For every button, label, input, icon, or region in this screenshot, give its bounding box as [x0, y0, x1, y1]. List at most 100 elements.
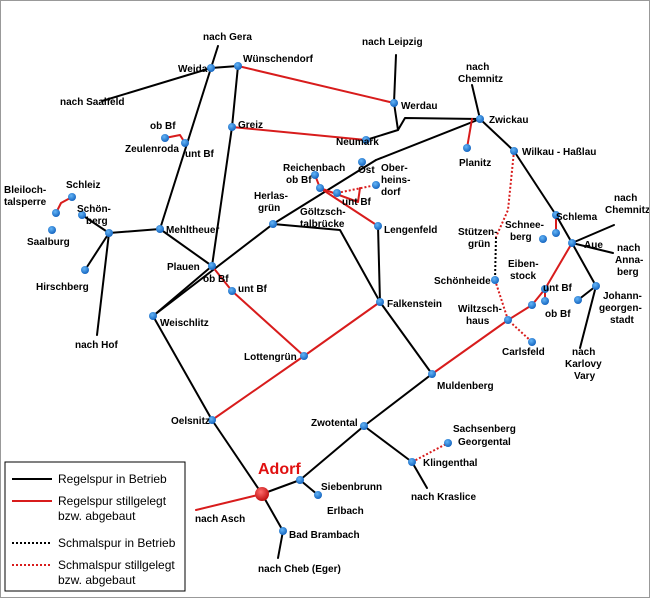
label-planitz: Planitz: [459, 158, 491, 169]
station-schneeberg: [539, 235, 547, 243]
label-falkenstein: Falkenstein: [387, 299, 442, 310]
legend-label-narrow-closed-2: bzw. abgebaut: [58, 573, 136, 587]
destination-labels: nach Gera nach Leipzig nach Chemnitz nac…: [60, 32, 650, 575]
station-oberheinsdorf: [372, 181, 380, 189]
station-reichenbach-ost: [358, 158, 366, 166]
label-wiltzschhaus-2: haus: [466, 316, 490, 327]
station-mehltheuer: [156, 225, 164, 233]
station-labels: Weida Wünschendorf Greiz Werdau Neumark …: [4, 54, 603, 541]
station-reichenbach-ob: [311, 171, 319, 179]
station-aue: [568, 239, 576, 247]
label-sachsenberg-1: Sachsenberg: [453, 424, 516, 435]
label-wuenschendorf: Wünschendorf: [243, 54, 314, 65]
label-goeltzschtalbruecke-1: Göltzsch-: [300, 207, 346, 218]
station-zeulenroda-ob: [161, 134, 169, 142]
label-bleilochtalsperre-1: Bleiloch-: [4, 185, 46, 196]
station-johanngeorgenstadt-line: [592, 282, 600, 290]
label-herlasgruen-2: grün: [258, 203, 280, 214]
label-lottengruen: Lottengrün: [244, 352, 297, 363]
label-oberheinsdorf-3: dorf: [381, 187, 401, 198]
label-to-johanngeorgenstadt-2: georgen-: [599, 303, 642, 314]
station-schleiz: [68, 193, 76, 201]
station-zwickau: [476, 115, 484, 123]
label-erlbach: Erlbach: [327, 506, 364, 517]
legend-box: [4, 461, 186, 592]
lines-narrow-gauge-in-service: [494, 236, 497, 281]
label-to-saalfeld: nach Saalfeld: [60, 97, 124, 108]
station-eibenstock-unt: [541, 285, 549, 293]
station-goeltzschtalbruecke: [316, 184, 324, 192]
station-zeulenroda-unt: [181, 139, 189, 147]
label-to-chemnitz-north-2: Chemnitz: [458, 74, 503, 85]
label-plauen-ob: ob Bf: [203, 274, 229, 285]
station-aue-south: [574, 296, 582, 304]
label-oberheinsdorf-1: Ober-: [381, 163, 408, 174]
label-schneeberg-1: Schnee-: [505, 220, 544, 231]
label-eibenstock-2: stock: [510, 271, 537, 282]
label-schlema: Schlema: [556, 212, 598, 223]
label-muldenberg: Muldenberg: [437, 381, 494, 392]
label-weischlitz: Weischlitz: [160, 318, 209, 329]
station-carlsfeld: [528, 338, 536, 346]
label-to-chemnitz-north-1: nach: [466, 62, 489, 73]
label-herlasgruen-1: Herlas-: [254, 191, 288, 202]
label-schoenheide: Schönheide: [434, 276, 491, 287]
label-saalburg: Saalburg: [27, 237, 70, 248]
label-to-annaberg-1: nach: [617, 243, 640, 254]
label-schoenberg-1: Schön-: [77, 204, 111, 215]
label-bad-brambach: Bad Brambach: [289, 530, 360, 541]
label-to-johanngeorgenstadt-1: Johann-: [603, 291, 642, 302]
label-sachsenberg-2: Georgental: [458, 437, 511, 448]
label-to-chemnitz-east-1: nach: [614, 193, 637, 204]
station-lengenfeld: [374, 222, 382, 230]
label-zeulenroda-ob: ob Bf: [150, 121, 176, 132]
label-reichenbach-unt: unt Bf: [342, 197, 372, 208]
station-planitz: [463, 144, 471, 152]
label-to-annaberg-2: Anna-: [615, 255, 643, 266]
label-eibenstock-ob: ob Bf: [545, 309, 571, 320]
label-to-karlovy-vary-1: nach: [572, 347, 595, 358]
label-zwotental: Zwotental: [311, 418, 358, 429]
station-erlbach: [314, 491, 322, 499]
label-reichenbach-ob: ob Bf: [286, 175, 312, 186]
station-zwotental: [360, 422, 368, 430]
label-to-leipzig: nach Leipzig: [362, 37, 423, 48]
lines-narrow-gauge-closed: [336, 150, 533, 463]
station-schoenberg: [105, 229, 113, 237]
station-wiltzschhaus: [504, 316, 512, 324]
label-reichenbach: Reichenbach: [283, 163, 345, 174]
station-falkenstein: [376, 298, 384, 306]
label-oelsnitz: Oelsnitz: [171, 416, 210, 427]
label-to-kraslice: nach Kraslice: [411, 492, 476, 503]
label-carlsfeld: Carlsfeld: [502, 347, 545, 358]
station-herlasgruen: [269, 220, 277, 228]
label-to-cheb: nach Cheb (Eger): [258, 564, 341, 575]
label-to-karlovy-vary-2: Karlovy: [565, 359, 602, 370]
label-to-gera: nach Gera: [203, 32, 252, 43]
label-goeltzschtalbruecke-2: talbrücke: [300, 219, 345, 230]
station-reichenbach-unt: [333, 189, 341, 197]
station-oelsnitz: [208, 416, 216, 424]
label-schoenberg-2: berg: [86, 216, 108, 227]
label-to-johanngeorgenstadt-3: stadt: [610, 315, 635, 326]
label-aue: Aue: [584, 240, 603, 251]
legend-label-standard-closed-1: Regelspur stillgelegt: [58, 494, 167, 508]
label-wiltzschhaus-1: Wiltzsch-: [458, 304, 502, 315]
station-muldenberg: [428, 370, 436, 378]
station-schoenheide: [491, 276, 499, 284]
station-hirschberg: [81, 266, 89, 274]
label-bleilochtalsperre-2: talsperre: [4, 197, 47, 208]
label-schleiz: Schleiz: [66, 180, 100, 191]
label-hirschberg: Hirschberg: [36, 282, 89, 293]
legend-label-standard-in-service: Regelspur in Betrieb: [58, 472, 167, 486]
station-schoenberg-west: [78, 211, 86, 219]
label-to-chemnitz-east-2: Chemnitz: [605, 205, 650, 216]
station-plauen-unt: [228, 287, 236, 295]
label-weida: Weida: [178, 64, 208, 75]
station-greiz: [228, 123, 236, 131]
station-markers: [48, 62, 600, 535]
legend-label-narrow-closed-1: Schmalspur stillgelegt: [58, 558, 175, 572]
station-weischlitz: [149, 312, 157, 320]
station-sachsenberg: [444, 439, 452, 447]
station-wilkau: [510, 147, 518, 155]
